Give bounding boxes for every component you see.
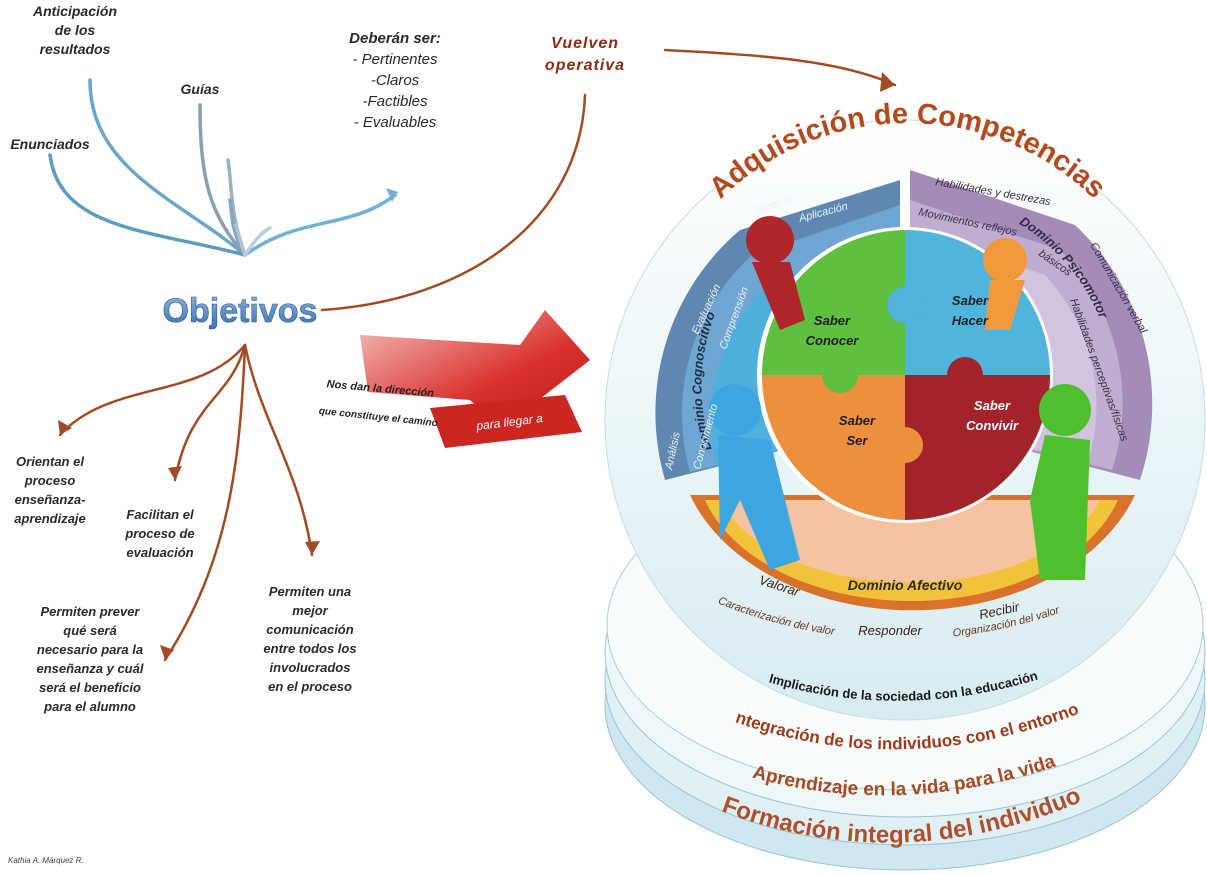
text-line: Permiten prever	[10, 602, 170, 621]
saber-hacer-1: Saber	[952, 293, 989, 308]
branch-anticipacion: Anticipación de los resultados	[20, 2, 130, 59]
arrow-line2: que constituye el camino	[318, 406, 438, 429]
saber-conocer-1: Saber	[814, 313, 851, 328]
text-line: resultados	[20, 40, 130, 59]
text-line: evaluación	[110, 543, 210, 562]
text-line: Vuelven	[525, 33, 645, 55]
text-line: proceso de	[110, 524, 210, 543]
text-line: para el alumno	[10, 697, 170, 716]
branch-permiten-comunicacion: Permiten una mejor comunicación entre to…	[245, 582, 375, 696]
text-line: aprendizaje	[0, 509, 100, 528]
text-line: proceso	[0, 471, 100, 490]
saber-conocer-2: Conocer	[806, 333, 860, 348]
text-line: Permiten una	[245, 582, 375, 601]
text-line: Deberán ser:	[330, 28, 460, 49]
vuelven-operativa: Vuelven operativa	[525, 33, 645, 77]
saber-hacer-2: Hacer	[952, 313, 989, 328]
branch-orientan: Orientan el proceso enseñanza- aprendiza…	[0, 452, 100, 528]
text-line: enseñanza y cuál	[10, 659, 170, 678]
text-line: Anticipación	[20, 2, 130, 21]
text-line: será el beneficio	[10, 678, 170, 697]
branch-guias: Guías	[160, 80, 240, 99]
author-credit: Kathia A. Márquez R.	[8, 856, 128, 866]
text-line: qué será	[10, 621, 170, 640]
text-line: necesario para la	[10, 640, 170, 659]
branch-permiten-prever: Permiten prever qué será necesario para …	[10, 602, 170, 716]
text-line: comunicación	[245, 620, 375, 639]
afect-level: Responder	[858, 623, 922, 638]
branch-deberan: Deberán ser: - Pertinentes -Claros -Fact…	[330, 28, 460, 133]
text-line: Enunciados	[0, 135, 100, 154]
saber-ser-2: Ser	[847, 433, 869, 448]
text-line: - Pertinentes	[330, 49, 460, 70]
branch-facilitan: Facilitan el proceso de evaluación	[110, 505, 210, 562]
objetivos-title: Objetivos	[163, 292, 318, 330]
text-line: Guías	[160, 80, 240, 99]
saber-convivir-1: Saber	[974, 398, 1011, 413]
competencias-wheel	[605, 120, 1205, 870]
text-line: involucrados	[245, 658, 375, 677]
saber-ser-1: Saber	[839, 413, 876, 428]
text-line: Facilitan el	[110, 505, 210, 524]
direction-arrow: para llegar a	[360, 310, 590, 448]
branch-enunciados: Enunciados	[0, 135, 100, 154]
text-line: - Evaluables	[330, 112, 460, 133]
saber-convivir-2: Convivir	[966, 418, 1019, 433]
text-line: enseñanza-	[0, 490, 100, 509]
text-line: -Factibles	[330, 91, 460, 112]
text-line: en el proceso	[245, 677, 375, 696]
text-line: entre todos los	[245, 639, 375, 658]
text-line: Orientan el	[0, 452, 100, 471]
text-line: mejor	[245, 601, 375, 620]
affective-domain: Dominio Afectivo	[848, 577, 963, 593]
text-line: de los	[20, 21, 130, 40]
text-line: operativa	[525, 55, 645, 77]
text-line: Kathia A. Márquez R.	[8, 856, 128, 866]
text-line: -Claros	[330, 70, 460, 91]
